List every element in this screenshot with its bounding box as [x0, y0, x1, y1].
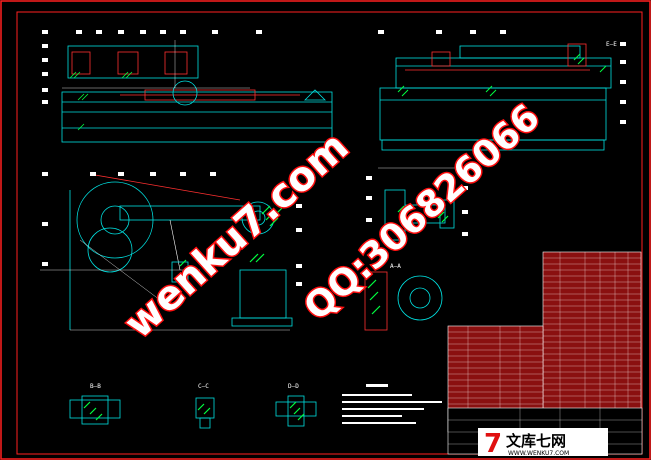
section-label-c: C—C: [198, 383, 209, 390]
wenku7-logo-icon: 7: [484, 429, 502, 459]
hatch-section-c: [197, 403, 211, 415]
parts-list-table: [447, 251, 643, 455]
section-label-d: D—D: [288, 383, 299, 390]
hatch-top-right: [397, 53, 607, 97]
drawing-border-inner: [16, 11, 643, 455]
leader-labels-top-left: [42, 30, 262, 104]
section-label-b: B—B: [90, 383, 101, 390]
view-top-right-assembly: [379, 43, 612, 151]
section-view-d: [275, 395, 317, 427]
view-top-left-assembly: [61, 40, 333, 143]
view-small-parts: [364, 167, 470, 331]
watermark-qq: QQ:306826066: [295, 95, 549, 330]
wenku7-logo: 7 文库七网 WWW.WENKU7.COM: [478, 428, 608, 459]
technical-notes: [342, 384, 442, 424]
hatch-top-left: [69, 71, 133, 131]
hatch-section-b: [83, 401, 103, 421]
logo-en-text: WWW.WENKU7.COM: [508, 450, 569, 457]
section-label-e: E—E: [606, 41, 617, 48]
leader-labels-top-right: [378, 30, 626, 124]
hatch-section-d: [289, 401, 305, 421]
watermark-qq-text: QQ:306826066: [297, 97, 548, 329]
leader-labels-main: [42, 172, 302, 286]
section-label-a: A—A: [390, 263, 401, 270]
logo-cn-text: 文库七网: [506, 432, 566, 450]
view-main-mechanism: [40, 174, 293, 331]
section-view-c: [195, 397, 215, 429]
leader-labels-small-parts: [366, 176, 468, 236]
hatch-small-parts: [367, 205, 449, 315]
hatch-main-mechanism: [179, 205, 285, 267]
section-view-b: [69, 395, 121, 425]
